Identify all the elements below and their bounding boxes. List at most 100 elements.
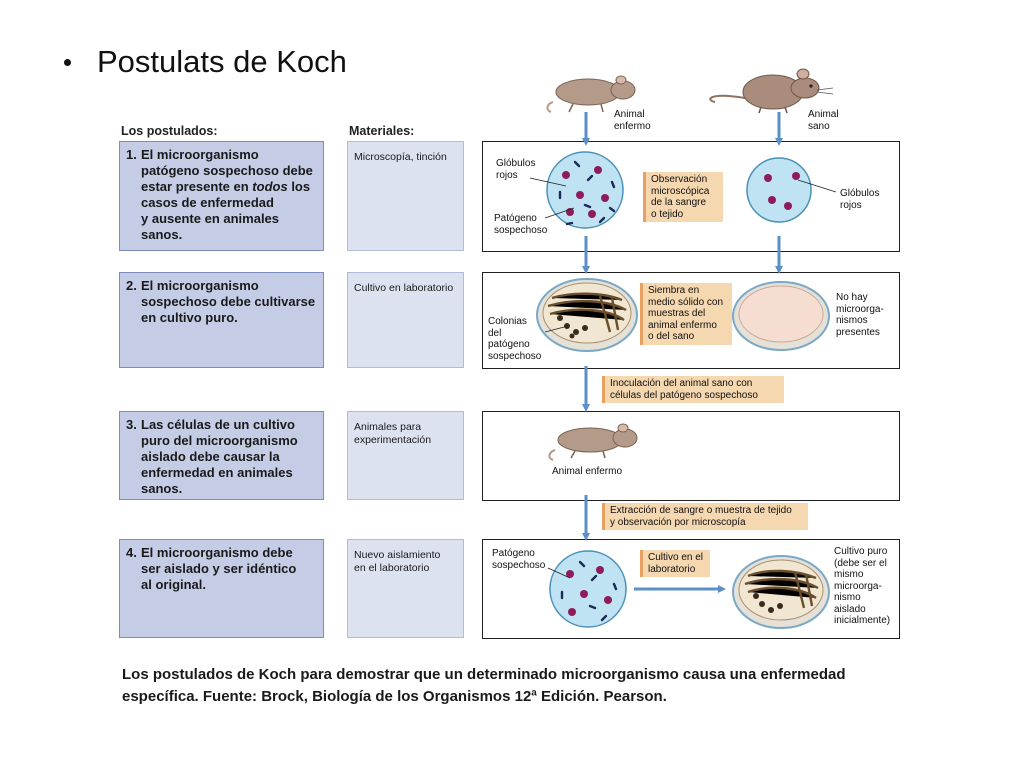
label-line: Cultivo puro [834,546,888,557]
postulate-line: El microorganismo [141,278,259,293]
callout-extraccion: Extracción de sangre o muestra de tejido… [602,503,808,530]
label-patogeno-sospechoso-1: Patógeno sospechoso [494,213,547,236]
postulate-2: 2. El microorganismo sospechoso debe cult… [119,272,324,368]
label-line: nismo [834,592,861,603]
panel-3 [482,411,900,501]
callout-line: animal enfermo [648,319,717,331]
label-line: aislado [834,603,866,615]
postulate-line: sospechoso debe cultivarse [141,294,316,309]
label-line: microorga- [836,303,884,315]
material-line: Animales para [354,421,422,433]
label-no-hay: No hay microorga- nismos presentes [836,292,884,338]
material-line: Nuevo aislamiento [354,549,441,561]
postulate-line: en cultivo puro. [141,310,238,325]
postulate-number: 3. [126,417,137,432]
label-line: Glóbulos [496,158,536,169]
callout-line: microscópica [651,185,710,197]
label-line: (debe ser el [834,557,887,569]
label-line: No hay [836,292,868,303]
postulate-line: y ausente en animales [141,211,280,226]
postulate-1: 1. El microorganismo patógeno sospechoso … [119,141,324,251]
callout-line: y observación por microscopía [610,516,746,528]
bullet-icon [64,58,71,66]
callout-observacion: Observación microscópica de la sangre o … [643,172,723,222]
sick-mouse-icon [546,75,636,113]
postulate-line: estar presente en [141,179,249,194]
callout-line: Extracción de sangre o muestra de tejido [610,505,792,516]
postulates-header: Los postulados: [121,124,218,138]
material-line: Microscopía, tinción [354,151,447,163]
postulate-number: 4. [126,545,137,560]
postulate-4: 4. El microorganismo debe ser aislado y s… [119,539,324,638]
callout-line: células del patógeno sospechoso [610,389,758,401]
callout-line: o tejido [651,208,684,220]
petri-dish-empty [732,281,830,351]
healthy-mouse-icon [709,68,834,114]
label-animal-enfermo-mid: Animal enfermo [552,466,623,477]
petri-dish-pure-culture [732,555,830,629]
label-line: Patógeno [494,213,537,224]
slide-title-text: Postulats de Koch [97,44,347,79]
postulate-line: patógeno sospechoso debe [141,163,313,178]
postulate-line: Las células de un cultivo [141,417,295,432]
label-patogeno-sospechoso-4: Patógeno sospechoso [492,548,545,571]
callout-line: Inoculación del animal sano con [610,378,753,389]
material-line: en el laboratorio [354,562,430,574]
callout-line: de la sangre [651,197,707,208]
material-line: Cultivo en laboratorio [354,282,454,294]
postulate-line: El microorganismo debe [141,545,293,560]
callout-line: medio sólido con [648,296,724,308]
callout-line: Cultivo en el [648,552,704,563]
callout-line: o del sano [648,331,695,342]
postulate-line: casos de enfermedad [141,195,274,210]
label-line: patógeno [488,339,530,350]
label-line: Glóbulos [840,188,880,199]
callout-cultivo-lab: Cultivo en el laboratorio [640,550,710,577]
postulate-number: 1. [126,147,137,162]
label-line: Animal [808,109,839,120]
postulate-line: los [291,179,311,194]
label-globulos-rojos-right: Glóbulos rojos [840,188,879,211]
callout-line: laboratorio [648,563,696,575]
callout-line: Observación [651,174,708,185]
label-line: del [488,327,502,339]
postulate-line: sanos. [141,227,183,242]
microscopy-field-reisolation [547,550,627,628]
microscopy-field-healthy [746,157,837,223]
callout-siembra: Siembra en medio sólido con muestras del… [640,283,732,345]
postulate-line: al original. [141,577,207,592]
petri-dish-colonies [536,278,638,352]
label-line: sospechoso [488,350,542,362]
postulate-line: El microorganismo [141,147,259,162]
label-line: Colonias [488,316,527,327]
material-4: Nuevo aislamiento en el laboratorio [347,539,464,638]
material-2: Cultivo en laboratorio [347,272,464,368]
slide-title: Postulats de Koch [64,44,347,80]
label-line: sospechoso [492,559,546,571]
label-line: enfermo [614,120,651,132]
label-animal-sano-top: Animal sano [808,109,839,132]
label-line: microorga- [834,580,882,592]
label-line: inicialmente) [834,615,891,626]
postulate-3: 3.Las células de un cultivo puro del mic… [119,411,324,500]
postulate-line: ser aislado y ser idéntico [141,561,297,576]
postulate-number: 2. [126,278,137,293]
callout-line: Siembra en [648,285,700,296]
inoculated-mouse-icon [548,423,638,461]
callout-inoculacion: Inoculación del animal sano con células … [602,376,784,403]
material-1: Microscopía, tinción [347,141,464,251]
label-line: nismos [836,315,868,326]
postulate-line: aislado debe causar la [141,449,280,464]
label-line: sospechoso [494,224,548,236]
materials-header: Materiales: [349,124,415,138]
postulate-line: enfermedad en animales [141,465,293,480]
label-line: Patógeno [492,548,535,559]
label-globulos-rojos-left: Glóbulos rojos [496,158,535,181]
microscopy-field-sick [529,151,624,229]
label-line: rojos [840,199,862,211]
label-line: sano [808,120,830,132]
material-3: Animales para experimentación [347,411,464,500]
material-line: experimentación [354,434,432,446]
postulate-line: sanos. [141,481,183,496]
